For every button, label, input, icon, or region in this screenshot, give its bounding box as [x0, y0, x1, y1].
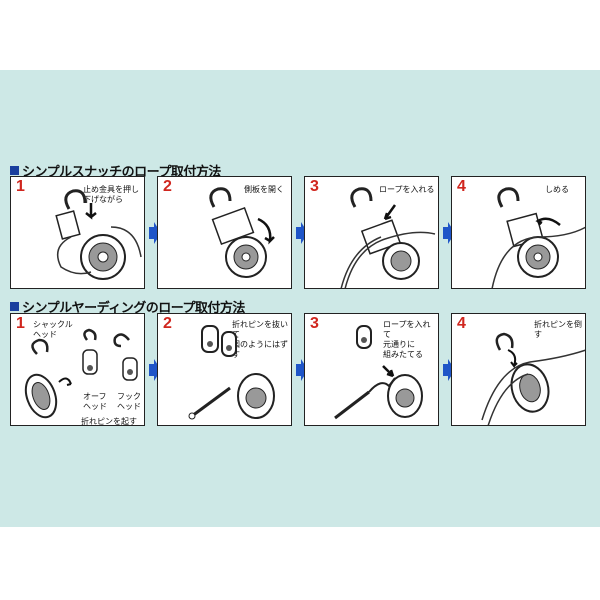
title-square-icon — [10, 166, 19, 175]
snatch-block-rope-illustration — [340, 187, 436, 288]
yarding-disassembled-illustration — [188, 325, 275, 420]
step-caption: 止め金具を押し 下げながら — [83, 185, 139, 204]
next-arrow-icon — [443, 222, 455, 244]
yarding-reassemble-illustration — [334, 325, 423, 420]
step-caption-oaf-head: オーフ ヘッド — [83, 392, 107, 411]
title-square-icon — [10, 302, 19, 311]
step-caption: ロープを入れて 元通りに 組みたてる — [383, 320, 431, 359]
step-number: 1 — [16, 315, 25, 332]
yarding-heads-illustration — [24, 328, 138, 419]
snatch-step-1: 1 止め金具を押し 下げながら — [10, 176, 145, 289]
next-arrow-icon — [296, 359, 308, 381]
yarding-step-2: 2 折れピンを抜いて 図のようにはずす — [157, 313, 292, 426]
step-number: 4 — [457, 178, 466, 195]
snatch-step-4: 4 しめる — [451, 176, 586, 289]
snatch-block-open-illustration — [209, 187, 275, 278]
yarding-pin-closed-illustration — [481, 332, 585, 425]
snatch-block-closed-illustration — [491, 187, 585, 288]
yarding-steps-row: 1 シャックル ヘッド オーフ ヘッド フック ヘッド 折れピンを起す 2 折れ… — [10, 313, 588, 428]
step-number: 3 — [310, 315, 319, 332]
step-caption: シャックル ヘッド — [33, 320, 73, 339]
next-arrow-icon — [296, 222, 308, 244]
step-caption-raise-pin: 折れピンを起す — [81, 417, 137, 426]
background-band — [0, 70, 600, 527]
snatch-steps-row: 1 止め金具を押し 下げながら 2 側板を開く 3 ロープを入れる — [10, 176, 588, 291]
step-caption: 折れピンを倒す — [534, 320, 582, 339]
step-number: 1 — [16, 178, 25, 195]
next-arrow-icon — [149, 222, 161, 244]
section-title-yarding: シンプルヤーディングのロープ取付方法 — [10, 297, 245, 316]
snatch-step-3: 3 ロープを入れる — [304, 176, 439, 289]
step-number: 2 — [163, 315, 172, 332]
snatch-block-hand-illustration — [55, 189, 142, 280]
yarding-step-4: 4 折れピンを倒す — [451, 313, 586, 426]
step-caption: 側板を開く — [244, 185, 284, 194]
step-caption-hook-head: フック ヘッド — [117, 392, 141, 411]
step-caption: しめる — [545, 185, 569, 194]
step-number: 3 — [310, 178, 319, 195]
snatch-step-2: 2 側板を開く — [157, 176, 292, 289]
step-number: 4 — [457, 315, 466, 332]
section-title-text: シンプルヤーディングのロープ取付方法 — [22, 301, 245, 316]
next-arrow-icon — [149, 359, 161, 381]
next-arrow-icon — [443, 359, 455, 381]
yarding-step-3: 3 ロープを入れて 元通りに 組みたてる — [304, 313, 439, 426]
yarding-step-1: 1 シャックル ヘッド オーフ ヘッド フック ヘッド 折れピンを起す — [10, 313, 145, 426]
step-caption: ロープを入れる — [379, 185, 435, 194]
step-number: 2 — [163, 178, 172, 195]
